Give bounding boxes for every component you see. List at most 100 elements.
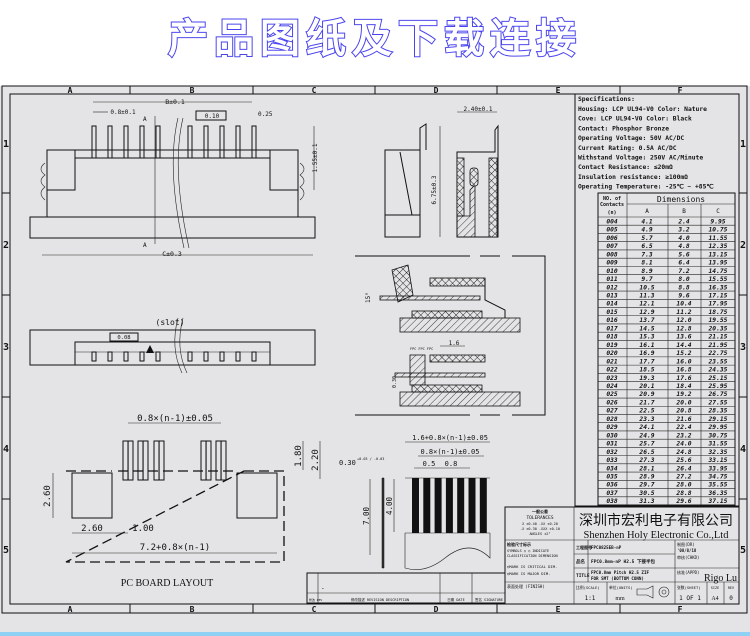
c-cell: 27.55 [708, 399, 728, 406]
c-cell: 24.35 [708, 367, 728, 374]
part-name: FPC0.8mm-nP H2.5 下接半包 [591, 558, 656, 565]
spec-line: Withstand Voltage: 250V AC/Minute [578, 154, 703, 162]
b-cell: 28.8 [675, 490, 691, 497]
c-cell: 15.55 [709, 276, 728, 283]
b-cell: 10.4 [676, 301, 691, 308]
spec-line: Housing: LCP UL94-V0 Color: Nature [578, 105, 707, 113]
c-cell: 26.75 [708, 391, 728, 398]
contact-pin [187, 125, 193, 159]
b-cell: 20.8 [675, 408, 691, 415]
contacts-cell: 027 [606, 408, 618, 415]
a-cell: 16.9 [639, 350, 654, 357]
row-label: 4 [3, 444, 9, 455]
a-cell: 31.3 [638, 498, 654, 505]
b-cell: 15.2 [676, 350, 691, 357]
slot-view: (slot) 0.08 [29, 317, 316, 374]
contacts-cell: 036 [606, 482, 618, 489]
specifications-box: Specifications: Housing: LCP UL94-V0 Col… [574, 93, 740, 507]
contacts-cell: 019 [606, 342, 618, 349]
row-label: 1 [3, 139, 9, 150]
contact-pin [203, 351, 209, 362]
contacts-cell: 010 [606, 268, 618, 275]
c-cell: 25.95 [708, 383, 728, 390]
a-cell: 28.9 [638, 474, 654, 481]
revision-rev-header: 修改 REV [309, 597, 322, 602]
insert-depth-dimension: 1.6 [449, 340, 460, 347]
contacts-cell: 008 [606, 251, 618, 258]
revision-signature-header: 签名 SIGNATURE [475, 597, 503, 602]
c-cell: 14.75 [709, 268, 728, 275]
contacts-cell: 013 [606, 292, 618, 299]
c-cell: 34.75 [708, 474, 728, 481]
b-cell: 16.8 [676, 367, 691, 374]
b-cell: 12.8 [676, 325, 691, 332]
b-cell: 14.4 [676, 342, 691, 349]
a-cell: 20.1 [638, 383, 654, 390]
b-dimension: B±0.1 [165, 98, 185, 106]
b-cell: 2.4 [677, 218, 690, 225]
pitch-dimension: 0.8±0.1 [110, 109, 136, 116]
b-cell: 27.2 [675, 474, 691, 481]
scale-label: 比例(SCALE) [576, 585, 600, 590]
fpc-finger [445, 478, 453, 533]
a-cell: 16.1 [639, 342, 654, 349]
column-label: C [312, 86, 317, 95]
c-cell: 25.15 [708, 375, 728, 382]
projection-symbol-icon [636, 585, 670, 599]
b-cell: 4.0 [678, 235, 690, 242]
contacts-cell: 032 [606, 449, 618, 456]
fpc-thickness-dimension: 0.30 [392, 376, 398, 388]
b-cell: 26.4 [675, 465, 691, 472]
checked-label: 审核(CHKD) [677, 554, 699, 560]
c-cell: 32.35 [708, 449, 728, 456]
rev-label: REV [728, 586, 735, 590]
c-cell: 31.55 [708, 441, 728, 448]
contacts-cell: 023 [606, 375, 618, 382]
critical-mark-note: ◎MARK IS CRITICAL DIM. [507, 564, 557, 569]
drawing-no: FPC0825EB-nP [591, 545, 622, 550]
b-cell: 4.8 [678, 243, 690, 250]
a-cell: 29.7 [638, 482, 654, 489]
inspection-line: SYMBOLS ◎ ◎ INDICATE [507, 549, 549, 553]
spec-line: Operating Temperature: -25℃ ~ +85℃ [578, 183, 713, 191]
c-cell: 20.35 [708, 325, 728, 332]
row-label: 1 [740, 139, 746, 150]
part-name-label: 品名 [576, 558, 585, 565]
inspection-line: CLASSIFICATION DIMENSION [507, 554, 558, 558]
big-pad-width: 2.60 [81, 524, 103, 534]
a-cell: 24.1 [638, 424, 654, 431]
c-cell: 18.75 [709, 309, 728, 316]
contacts-cell: 038 [606, 498, 618, 505]
c-cell: 21.15 [708, 334, 728, 341]
c-cell: 30.75 [708, 432, 728, 439]
tolerance-line: .X ±0.30 .XXX ±0.10 [520, 527, 560, 531]
pcb-layout-caption: PC BOARD LAYOUT [121, 578, 213, 589]
approved-by: Rigo Lu [704, 573, 737, 584]
big-pad-height: 2.60 [43, 485, 53, 507]
a-cell: 28.1 [638, 465, 654, 472]
contacts-cell: 025 [606, 391, 618, 398]
revision-date-header: 日期 DATE [447, 597, 465, 602]
contact-pin [139, 351, 145, 362]
column-label: D [434, 86, 439, 95]
drawn-label: 制图(DR) [677, 541, 695, 547]
c-cell: 28.35 [708, 408, 728, 415]
side-width-dimension: 2.40±0.1 [464, 106, 493, 113]
spec-line: Contact: Phosphor Bronze [578, 125, 669, 132]
specifications-heading: Specifications: [578, 95, 635, 103]
a-cell: 8.9 [641, 268, 653, 275]
side-height-dimension: 6.75±0.3 [431, 175, 438, 204]
table-header-no: Contacts [600, 202, 624, 208]
b-cell: 9.6 [678, 292, 690, 299]
tolerance-heading: 一般公差 [532, 508, 548, 514]
